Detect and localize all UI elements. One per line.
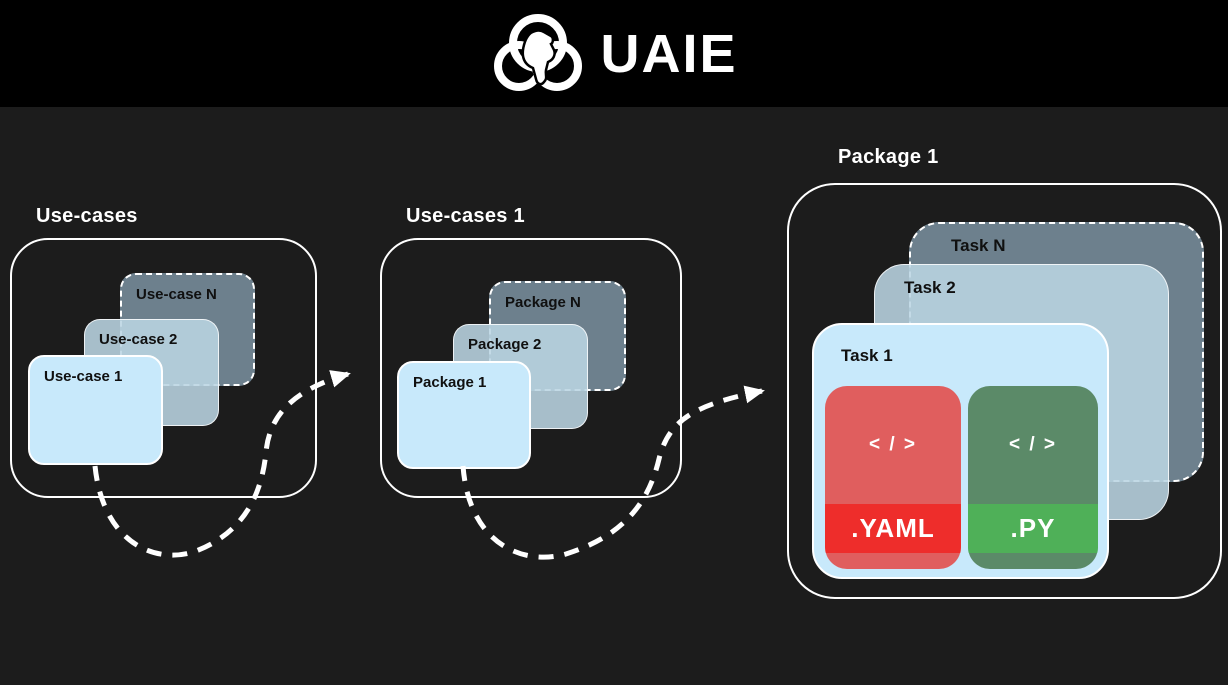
yaml-file-block[interactable]: < / > .YAML bbox=[825, 386, 961, 569]
py-extension-label: .PY bbox=[968, 504, 1098, 553]
card-use-case-1[interactable]: Use-case 1 bbox=[28, 355, 163, 465]
card-label: Task 2 bbox=[904, 278, 956, 297]
code-icon: < / > bbox=[1008, 434, 1058, 455]
brand-logo: UAIE bbox=[490, 12, 737, 96]
group-title-use-cases: Use-cases bbox=[36, 205, 138, 227]
card-label: Use-case 2 bbox=[99, 331, 178, 348]
yaml-extension-label: .YAML bbox=[825, 504, 961, 553]
card-label: Use-case 1 bbox=[44, 368, 123, 385]
card-label: Package 1 bbox=[413, 374, 487, 391]
group-title-use-cases-1: Use-cases 1 bbox=[406, 205, 525, 227]
card-label: Task N bbox=[951, 236, 1006, 255]
block-footer bbox=[968, 553, 1098, 569]
card-label: Package 2 bbox=[468, 336, 542, 353]
block-footer bbox=[825, 553, 961, 569]
py-file-block[interactable]: < / > .PY bbox=[968, 386, 1098, 569]
app-header: UAIE bbox=[0, 0, 1228, 107]
card-label: Package N bbox=[505, 294, 581, 311]
card-label: Task 1 bbox=[841, 346, 893, 365]
group-box-package-1: Task N Task 2 Task 1 < / > .YAML < / > .… bbox=[787, 183, 1222, 599]
card-package-1[interactable]: Package 1 bbox=[397, 361, 531, 469]
trefoil-africa-icon bbox=[494, 13, 583, 91]
card-label: Use-case N bbox=[136, 286, 217, 303]
group-title-package-1: Package 1 bbox=[838, 146, 939, 168]
group-box-use-cases-1: Package N Package 2 Package 1 bbox=[380, 238, 682, 498]
code-icon: < / > bbox=[868, 434, 918, 455]
group-box-use-cases: Use-case N Use-case 2 Use-case 1 bbox=[10, 238, 317, 498]
card-task-1[interactable]: Task 1 < / > .YAML < / > .PY bbox=[812, 323, 1109, 579]
brand-name: UAIE bbox=[600, 23, 738, 84]
